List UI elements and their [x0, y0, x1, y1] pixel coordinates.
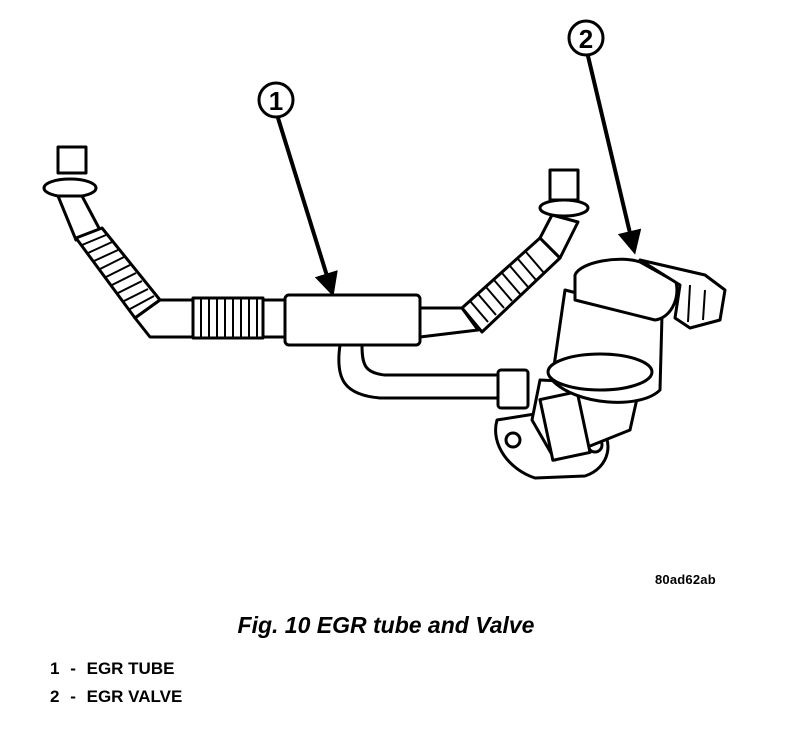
callout-2-circle [567, 19, 605, 57]
callout-2-arrow [586, 55, 642, 255]
legend-label: EGR VALVE [86, 687, 183, 706]
legend-separator: - [70, 687, 76, 706]
left-fitting-nut [56, 145, 88, 175]
callout-1-number: 1 [269, 86, 283, 116]
valve-collar [546, 352, 654, 392]
right-tube-end [538, 213, 580, 260]
legend-label: EGR TUBE [86, 659, 175, 678]
egr-diagram: 1 2 [42, 19, 727, 480]
callout-1-circle [257, 81, 295, 119]
middle-bellows [191, 296, 265, 340]
egr-valve [494, 257, 727, 480]
right-fitting-flange [538, 198, 590, 218]
figure-caption: Fig. 10 EGR tube and Valve [237, 612, 535, 638]
legend-separator: - [70, 659, 76, 678]
callout-1-arrow [276, 117, 338, 297]
lower-branch-fitting [496, 368, 530, 410]
left-fitting-flange [42, 177, 98, 199]
right-tube [418, 306, 480, 339]
lower-branch-tube [337, 343, 502, 400]
flange-bolt-hole-left [504, 431, 522, 449]
legend-number: 1 [50, 659, 60, 678]
valve-port [538, 390, 592, 462]
legend-item: 1 - EGR TUBE [50, 655, 182, 683]
image-reference-code: 80ad62ab [655, 572, 716, 587]
callout-2-number: 2 [579, 24, 593, 54]
egr-tube [42, 145, 590, 410]
legend-number: 2 [50, 687, 60, 706]
legend-item: 2 - EGR VALVE [50, 683, 182, 711]
callout-1: 1 [257, 81, 338, 297]
tube-junction [283, 293, 422, 347]
callout-2: 2 [567, 19, 642, 255]
legend: 1 - EGR TUBE 2 - EGR VALVE [50, 655, 182, 711]
right-fitting-nut [548, 168, 580, 202]
